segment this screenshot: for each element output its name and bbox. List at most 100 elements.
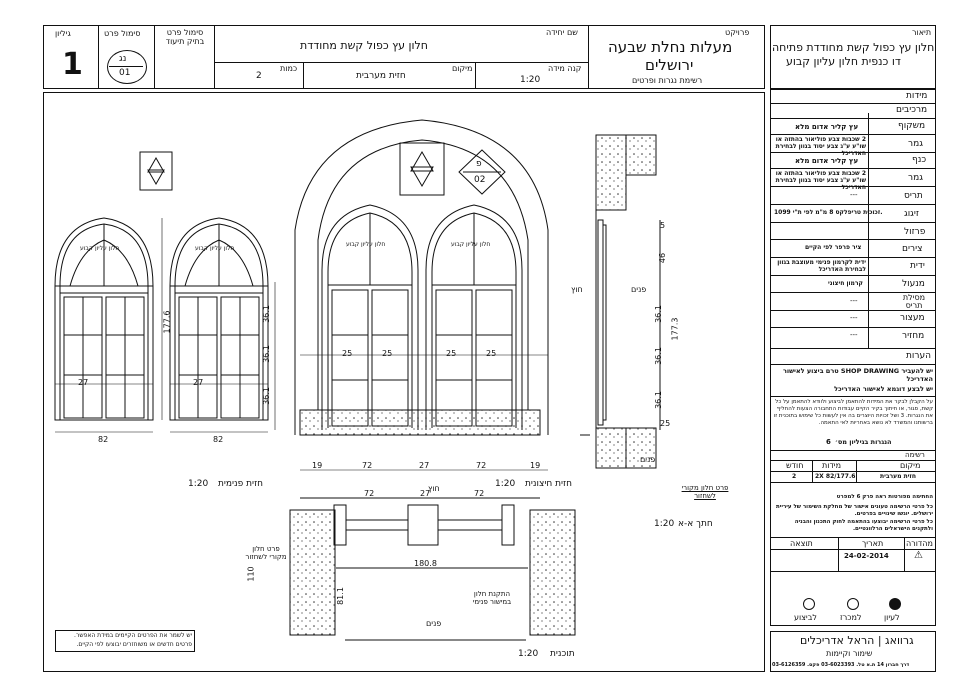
plan-outside-label: חוץ <box>428 484 440 493</box>
project-label: פרויקט <box>725 28 750 37</box>
hardware-label: פרזול <box>904 227 926 237</box>
sash-value: עץ קליר אדום מלא <box>795 157 859 165</box>
status-execution-label: לביצוע <box>794 613 817 622</box>
part-symbol-top: נג <box>119 54 127 64</box>
dim-plan-110: 110 <box>246 566 256 582</box>
dim-72-left: 72 <box>362 461 373 470</box>
status-execution-radio[interactable] <box>803 598 815 610</box>
section-outside-label: חוץ <box>571 285 583 294</box>
part-symbol-bottom: 01 <box>119 68 131 78</box>
section-scale: 1:20 <box>654 519 675 529</box>
dim-plan-72-left: 72 <box>364 489 375 498</box>
exterior-elevation-scale: 1:20 <box>495 479 516 489</box>
bottom-note-line1: יש לשמר את הפרטים הקיימים במידת האפשר. <box>74 632 192 639</box>
dim-25-c: 25 <box>446 349 457 358</box>
dim-19-right: 19 <box>530 461 541 470</box>
window-tag-bottom: 02 <box>474 175 486 185</box>
plan-title: תוכנית <box>550 649 575 659</box>
status-review-label: לעיון <box>884 613 900 622</box>
plan-inside-label: פנים <box>426 619 442 628</box>
quantity-label: כמות <box>280 64 298 73</box>
dim-section-5: 5 <box>660 221 666 230</box>
glazing-value: זכוכית טריפלקס 8 מ"מ לפי ת"י 1099. <box>774 209 883 216</box>
plan-scale: 1:20 <box>518 649 539 659</box>
quantity-value: 2 <box>256 71 262 81</box>
dim-27-left: 27 <box>78 378 89 387</box>
shutter-rail-value: --- <box>850 297 858 305</box>
finish2-label: גמר <box>908 173 923 183</box>
shutter-rail-label: מסילת תריס <box>902 293 926 310</box>
dim-section-36-1-b: 36.1 <box>653 347 663 365</box>
location-label: מיקום <box>452 64 473 73</box>
closer-value: --- <box>850 331 858 339</box>
window-tag-top: פ <box>476 159 482 169</box>
part-symbol-label: סימול פרט <box>104 29 141 38</box>
status-tender-radio[interactable] <box>847 598 859 610</box>
part-symbol-tag <box>107 50 147 84</box>
shutter-value: --- <box>850 191 858 199</box>
stopper-label: מעצור <box>900 313 925 323</box>
note-shop-drawing: יש להעביר SHOP DRAWING טרם ביצוע לאישור … <box>782 367 933 383</box>
interior-elevation-title: חזית פנימית <box>218 479 264 489</box>
dim-height-interior: 177.6 <box>162 310 172 334</box>
bottom-note-line2: פרטים חדשים או משוחזרים יבוצעו לפי הקיים… <box>76 641 192 648</box>
dim-width-left: 82 <box>98 435 109 444</box>
plan-frame-note: פרט חלון מקורי לשחזור <box>245 545 287 562</box>
section-aa <box>580 134 661 469</box>
project-city: ירושלים <box>645 56 694 74</box>
dim-72-right: 72 <box>476 461 487 470</box>
handle-value: ידית לקרמון פנימי מעוצבת בגוון לבחירת הא… <box>777 259 866 274</box>
project-subtitle: רשימת נגרות ופרטים <box>632 76 703 85</box>
office-name: גרוואג | הראל אדריכלים <box>800 634 914 647</box>
rev-date: 24-02-2014 <box>844 552 889 560</box>
interior-window-right <box>169 217 269 421</box>
components-label: מרכיבים <box>896 105 928 115</box>
lock-label: מנעול <box>902 279 925 289</box>
finish1-value: 2 שכבות צבע פוליאור בהתזה או שו"ע ע"ג צב… <box>775 136 866 158</box>
list-cell-location: חזית מערבית <box>880 473 916 480</box>
handle-label: ידית <box>910 261 925 271</box>
interior-window-left <box>54 217 154 421</box>
list-cell-month: 2 <box>792 473 797 480</box>
office-contact: דרך חברון 14 ת.א טל. 03-6023393 פקס. 03-… <box>772 662 910 668</box>
dim-25-d: 25 <box>486 349 497 358</box>
dim-plan-180-8: 180.8 <box>414 559 437 568</box>
dim-plan-72-right: 72 <box>474 489 485 498</box>
dim-section-177-3: 177.3 <box>670 317 680 341</box>
legal-line-3: כל פרטי הרשימה יבוצעו בהתאמה לחוק התכנון… <box>794 519 933 532</box>
unit-name-label: שם יחידה <box>546 28 578 37</box>
floor-plan <box>289 497 576 641</box>
closer-label: מחזיר <box>902 331 925 341</box>
interior-elevation-scale: 1:20 <box>188 479 209 489</box>
exterior-window-left <box>321 204 419 430</box>
hinges-label: צירים <box>902 244 923 254</box>
list-header-month: חודש <box>786 461 804 470</box>
warning-triangle-icon: ⚠ <box>914 550 923 561</box>
list-header-dimensions: מידות <box>822 461 842 470</box>
spec-panel <box>770 89 936 626</box>
plan-anchor-note: התקנת חלון במישור פנימי <box>472 590 512 607</box>
dim-section-46: 46 <box>658 252 668 264</box>
dim-19-left: 19 <box>312 461 323 470</box>
sash-label: כנף <box>912 155 927 165</box>
notes-label: הערות <box>906 351 931 361</box>
dim-36-1-b: 36.1 <box>261 345 271 363</box>
office-block <box>770 631 936 672</box>
fixed-window-label-3: חלון עליון קבוע <box>346 241 386 248</box>
glazing-label: זיגוג <box>904 209 919 219</box>
description-label: תיאור <box>912 28 932 37</box>
star-emblem-center <box>399 142 445 196</box>
lock-value: קרמון חיצוני <box>828 280 863 287</box>
section-inside-label: פנים <box>631 285 647 294</box>
dim-25-a: 25 <box>342 349 353 358</box>
dim-25-b: 25 <box>382 349 393 358</box>
description-line1: חלון עץ כפול קשת מחודדת פתיחה <box>772 41 935 54</box>
status-review-radio[interactable] <box>889 598 901 610</box>
note-sample: יש לבצע דוגמא לאישור האדריכל <box>834 385 933 393</box>
legal-line-1: החתימה מפורטות ראה פרק 6 למפרט <box>836 494 933 500</box>
exterior-elevation-title: חזית חיצונית <box>525 479 572 489</box>
window-tag-diamond <box>458 149 506 195</box>
status-tender-label: למכרז <box>840 613 862 622</box>
title-block <box>43 25 765 89</box>
fixed-window-label-4: חלון עליון קבוע <box>451 241 491 248</box>
